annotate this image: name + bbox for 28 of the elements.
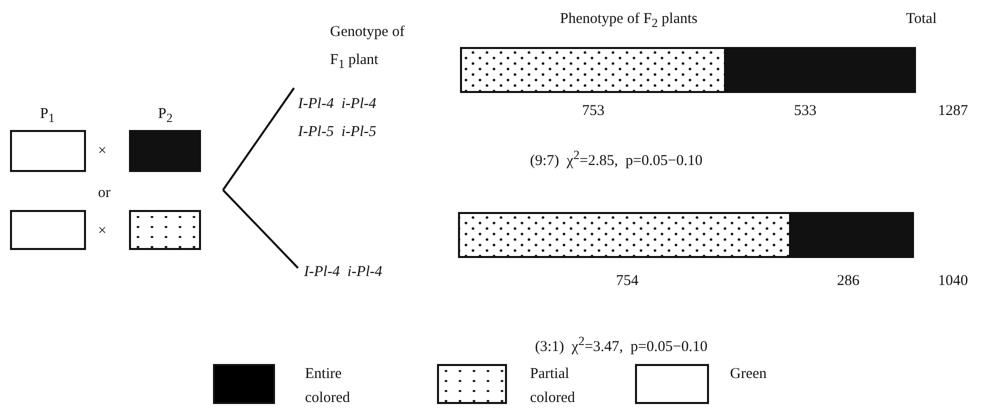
legend-label: Partial colored [530,365,576,408]
chi-square-result: (9:7) χ$^{2}$=2.85, p=0.05−0.10 [530,148,702,170]
count-value: 1040 [938,272,968,290]
count-value: 1287 [938,102,968,120]
count-value: 754 [616,272,638,290]
parent-box [129,210,201,250]
column-heading: Total [906,10,937,28]
parent-box [10,210,86,250]
branch-line [222,189,299,269]
genotype-text: I-Pl-5 i-Pl-5 [298,123,376,142]
parent-label: P$_{2}$ [158,105,173,126]
genotype-text: I-Pl-4 i-Pl-4 [304,263,382,282]
parent-label: P$_{1}$ [40,105,55,126]
legend-label: Entire colored [305,365,351,408]
cross-sign: × [98,142,106,160]
count-value: 286 [837,272,860,290]
cross-sign: × [98,222,106,240]
legend-label: Green [730,365,768,384]
column-heading: Genotype of F$_{1}$ plant [330,23,406,73]
column-heading: Phenotype of F$_{2}$ plants [560,10,698,31]
parent-box [129,130,201,172]
parent-box [10,130,86,172]
genotype-text: I-Pl-4 i-Pl-4 [298,95,376,114]
or-text: or [98,184,110,202]
count-value: 533 [794,102,816,120]
chi-square-result: (3:1) χ$^{2}$=3.47, p=0.05−0.10 [535,334,708,356]
branch-line [222,87,295,191]
count-value: 753 [582,102,604,120]
